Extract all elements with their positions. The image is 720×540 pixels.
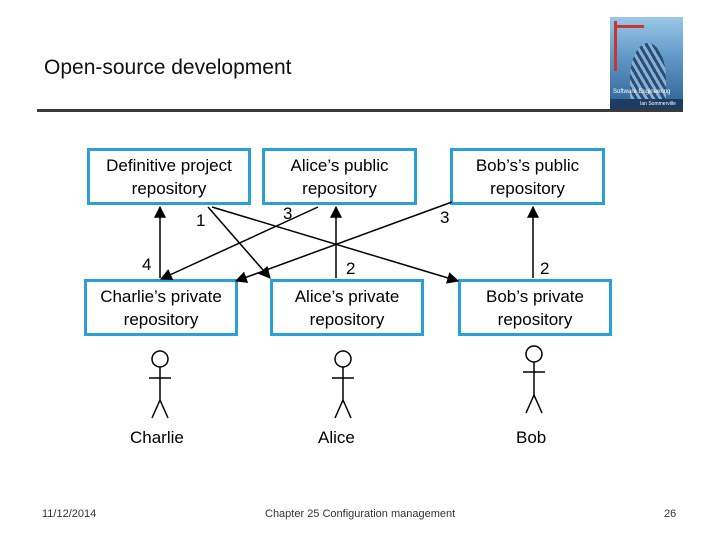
cover-crane xyxy=(614,21,617,71)
bob-public-line1: Bob’s’s public xyxy=(475,155,580,175)
bob-private-repository-box: Bob’s private repository xyxy=(458,279,612,336)
bob-private-line1: Bob’s private xyxy=(486,286,584,306)
arrow-alice-public-to-charlie xyxy=(159,206,319,280)
alice-public-line2: repository xyxy=(302,178,377,198)
charlie-stick-figure xyxy=(149,350,171,419)
charlie-private-line2: repository xyxy=(123,309,199,329)
charlie-private-line1: Charlie’s private xyxy=(100,286,222,306)
bob-stick-figure xyxy=(523,345,545,414)
person-name-charlie: Charlie xyxy=(130,428,184,447)
book-cover-image: Software Engineering Ian Sommerville xyxy=(610,17,683,109)
person-name-alice: Alice xyxy=(318,428,355,447)
step-label-2-bob: 2 xyxy=(540,259,550,278)
arrow-bob-public-to-charlie xyxy=(234,201,453,283)
step-label-2-alice: 2 xyxy=(346,259,356,278)
alice-private-line1: Alice’s private xyxy=(294,286,400,306)
bob-public-repository-box: Bob’s’s public repository xyxy=(450,148,605,205)
step-label-4: 4 xyxy=(142,255,152,274)
alice-private-line2: repository xyxy=(309,309,385,329)
footer-chapter: Chapter 25 Configuration management xyxy=(265,508,456,520)
alice-stick-figure xyxy=(332,350,354,419)
definitive-repository-box: Definitive project repository xyxy=(87,148,251,205)
cover-strip xyxy=(610,99,683,109)
definitive-repository-line2: repository xyxy=(131,178,207,198)
alice-public-repository-box: Alice’s public repository xyxy=(262,148,417,205)
bob-private-line2: repository xyxy=(497,309,573,329)
alice-private-repository-box: Alice’s private repository xyxy=(270,279,424,336)
cover-crane-arm xyxy=(614,25,644,28)
step-label-1: 1 xyxy=(196,211,206,230)
person-name-bob: Bob xyxy=(516,428,547,447)
footer-date: 11/12/2014 xyxy=(42,508,97,520)
charlie-private-repository-box: Charlie’s private repository xyxy=(84,279,238,336)
cover-title: Software Engineering xyxy=(613,89,671,95)
cover-tower xyxy=(630,43,666,103)
step-label-3-alice: 3 xyxy=(283,204,293,223)
cover-author: Ian Sommerville xyxy=(640,101,676,107)
bob-public-line2: repository xyxy=(490,178,565,198)
footer-page-number: 26 xyxy=(664,508,677,520)
alice-public-line1: Alice’s public xyxy=(290,155,389,175)
definitive-repository-line1: Definitive project xyxy=(106,155,232,175)
title-divider xyxy=(37,109,683,112)
slide-title: Open-source development xyxy=(44,56,292,79)
step-label-3-bob: 3 xyxy=(440,208,450,227)
